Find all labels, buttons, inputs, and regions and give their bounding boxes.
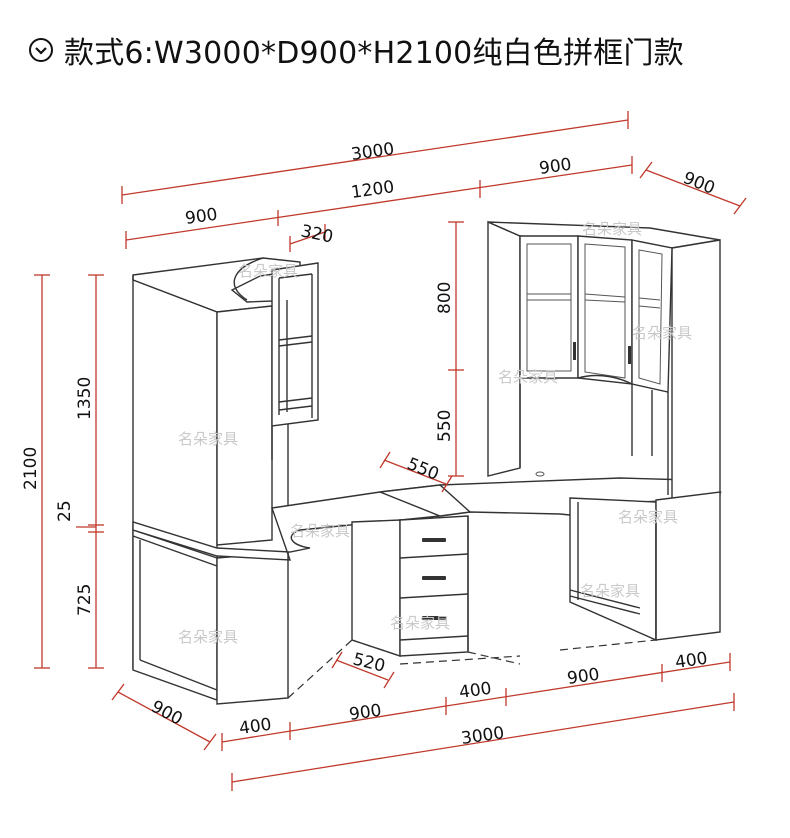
dimension-lines [34,111,747,791]
dim-drawer-depth: 520 [351,649,387,676]
dim-bottom-seg-4: 900 [566,665,601,689]
dim-bottom-left-depth: 900 [148,697,186,730]
dim-top-total: 3000 [350,139,396,165]
dim-shelf-depth: 320 [299,221,335,247]
dim-bottom-seg-1: 400 [238,715,273,739]
circle-chevron-down-icon [29,38,53,62]
dim-cabinet-upper: 800 [435,282,455,314]
dim-lower-height: 725 [75,584,95,616]
dim-total-height: 2100 [21,447,41,490]
left-shelf-unit [271,262,319,506]
svg-text:名朵家具: 名朵家具 [582,220,642,238]
svg-text:名朵家具: 名朵家具 [290,522,350,540]
dim-cabinet-lower: 550 [435,410,455,442]
title-bar: 款式6:W3000*D900*H2100纯白色拼框门款 [28,26,684,74]
dimension-labels: 3000 900 1200 900 900 320 550 2100 1350 … [21,139,718,749]
drawer-cabinet [351,515,469,657]
svg-text:名朵家具: 名朵家具 [238,262,298,280]
dim-right-depth: 900 [680,168,718,199]
dim-top-left: 900 [184,205,219,229]
svg-text:名朵家具: 名朵家具 [580,582,640,600]
dim-bottom-seg-2: 900 [348,701,383,725]
dim-top-middle: 1200 [350,177,396,203]
svg-text:名朵家具: 名朵家具 [498,368,558,386]
svg-text:名朵家具: 名朵家具 [390,614,450,632]
svg-text:名朵家具: 名朵家具 [618,508,678,526]
right-lower-cabinet [569,491,721,642]
watermarks: 名朵家具 名朵家具 名朵家具 名朵家具 名朵家具 名朵家具 名朵家具 名朵家具 … [178,220,692,646]
dim-bottom-seg-3: 400 [458,679,493,703]
floor-outline [287,639,657,699]
svg-text:名朵家具: 名朵家具 [178,430,238,448]
dim-upper-height: 1350 [75,377,95,420]
left-lower-cabinet [132,529,289,705]
dim-top-right: 900 [538,155,573,179]
dim-bottom-seg-5: 400 [674,649,709,673]
dim-bottom-total: 3000 [460,723,506,749]
svg-text:名朵家具: 名朵家具 [178,628,238,646]
right-upper-cabinet [487,220,721,503]
dim-desk-thickness: 25 [55,500,75,522]
dim-desk-depth: 550 [404,454,442,485]
page-title: 款式6:W3000*D900*H2100纯白色拼框门款 [64,36,684,71]
svg-text:名朵家具: 名朵家具 [632,324,692,342]
